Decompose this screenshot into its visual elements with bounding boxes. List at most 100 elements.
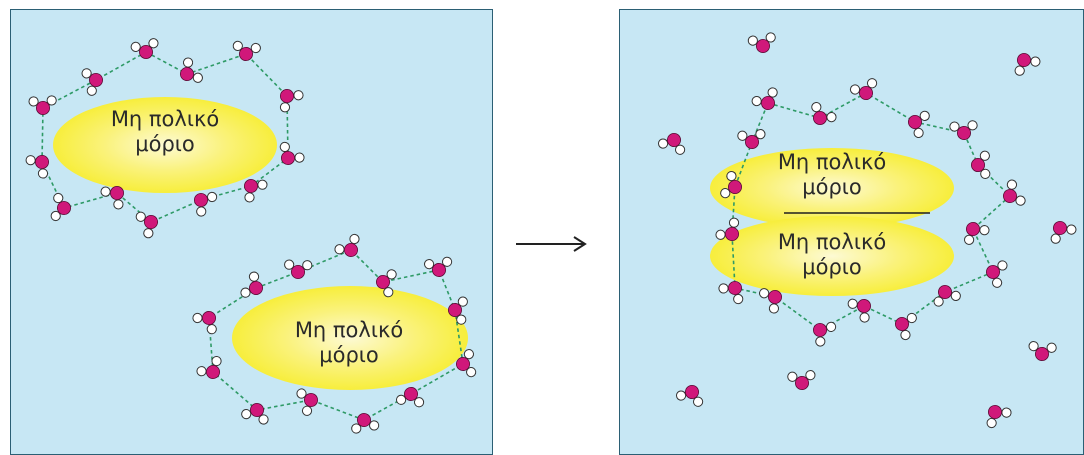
water-molecule-icon	[244, 179, 268, 203]
hydration-shells-before	[25, 38, 477, 434]
hydrogen-atom	[675, 390, 687, 401]
oxygen-atom	[206, 365, 220, 379]
hydrogen-atom	[755, 129, 766, 140]
oxygen-atom	[756, 39, 770, 53]
water-molecule-icon	[50, 192, 71, 222]
oxygen-atom	[456, 357, 470, 371]
oxygen-atom	[344, 243, 358, 257]
water-molecule-icon	[1028, 341, 1057, 361]
hydrogen-atom	[279, 141, 290, 153]
hydrogen-atom	[240, 287, 251, 298]
hydrogen-atom	[751, 95, 762, 107]
water-molecule-icon	[657, 133, 686, 155]
hydrogen-atom	[1014, 65, 1025, 76]
hydrogen-atom	[143, 228, 154, 239]
hydrogen-atom	[349, 233, 360, 245]
hydrogen-atom	[296, 388, 307, 399]
hydrogen-atom	[866, 78, 878, 89]
hydrogen-atom	[351, 423, 362, 434]
nonpolar-molecule-label-upper: Μη πολικό μόριο	[757, 150, 907, 200]
water-molecule-icon	[232, 40, 261, 61]
water-molecule-icon	[751, 87, 778, 110]
water-molecule-icon	[284, 259, 313, 279]
oxygen-atom	[971, 158, 985, 172]
panel-after: Μη πολικό μόριο Μη πολικό μόριο	[619, 9, 1084, 455]
hydrogen-atom	[979, 225, 990, 236]
hydrogen-atom	[130, 41, 141, 52]
oxygen-atom	[761, 96, 775, 110]
water-molecule-icon	[424, 256, 453, 277]
oxygen-atom	[110, 186, 124, 200]
water-molecule-icon	[895, 312, 917, 341]
hydrogen-atom	[826, 111, 837, 123]
hydrogen-atom	[395, 394, 407, 405]
water-molecule-icon	[456, 349, 477, 378]
water-molecule-icon	[813, 321, 837, 347]
label-line-1: Μη πολικό	[777, 150, 887, 174]
hydrogen-atom	[919, 110, 930, 121]
hydrogen-atom	[720, 188, 731, 199]
hydrogen-atom	[718, 283, 729, 294]
nonpolar-molecule-label-1: Μη πολικό μόριο	[90, 107, 240, 157]
oxygen-atom	[813, 111, 827, 125]
hydrogen-atom	[825, 321, 837, 332]
water-molecule-icon	[351, 413, 380, 434]
hydrogen-atom	[25, 155, 36, 166]
water-molecule-icon	[25, 155, 49, 179]
hydrogen-atom	[53, 192, 64, 204]
hydrogen-atom	[257, 179, 268, 190]
oxygen-atom	[280, 89, 294, 103]
hydrogen-atom	[413, 397, 425, 408]
hydrogen-atom	[383, 287, 394, 298]
oxygen-atom	[250, 403, 264, 417]
hydrogen-atom	[980, 168, 991, 179]
oxygen-atom	[813, 323, 827, 337]
water-molecule-icon	[747, 32, 776, 53]
hydrogen-atom	[726, 170, 737, 182]
oxygen-atom	[404, 387, 418, 401]
oxygen-atom	[685, 385, 699, 399]
nonpolar-molecule-shape-upper	[710, 148, 954, 228]
oxygen-atom	[376, 275, 390, 289]
hydrogen-atom	[900, 329, 911, 341]
water-molecule-icon	[376, 269, 397, 298]
hydrogen-atom	[463, 349, 475, 360]
hydrogen-atom	[1050, 233, 1061, 244]
oxygen-atom	[1053, 221, 1067, 235]
right-arrow-icon	[516, 236, 587, 252]
hydrogen-atom	[728, 217, 740, 228]
hydrogen-atom	[815, 336, 826, 347]
hydrogen-atom	[849, 84, 861, 95]
water-molecule-icon	[986, 260, 1008, 288]
hydrogen-atom	[182, 57, 194, 68]
oxygen-atom	[966, 222, 980, 236]
hydrogen-atom	[1066, 224, 1077, 235]
oxygen-atom	[988, 405, 1002, 419]
hydrogen-atom	[334, 244, 345, 255]
water-molecule-icon	[908, 110, 930, 139]
water-molecule-icon	[675, 385, 704, 407]
oxygen-atom	[357, 413, 371, 427]
oxygen-atom	[432, 263, 446, 277]
hydration-shell-after	[657, 32, 1077, 429]
hydrogen-atom	[715, 229, 726, 240]
hydrogen-atom	[441, 256, 453, 267]
nonpolar-molecule-shape-1	[53, 97, 277, 193]
hydrogen-atom	[950, 290, 961, 301]
hydrogen-atom	[1001, 407, 1012, 418]
oxygen-atom	[180, 67, 194, 81]
hydrogen-atom	[211, 355, 222, 367]
hydrogen-atom	[294, 152, 305, 163]
hydrogen-atom	[386, 269, 397, 280]
oxygen-atom	[57, 201, 71, 215]
oxygen-atom	[728, 180, 742, 194]
water-molecule-icon	[933, 285, 961, 307]
water-molecule-icon	[720, 170, 742, 199]
hydrogen-atom	[241, 408, 252, 420]
water-molecule-icon	[971, 150, 991, 179]
oxygen-atom	[202, 311, 216, 325]
water-molecule-icon	[949, 120, 978, 140]
oxygen-atom	[244, 179, 258, 193]
hydrogen-atom	[148, 38, 159, 49]
water-molecule-icon	[1003, 179, 1026, 206]
